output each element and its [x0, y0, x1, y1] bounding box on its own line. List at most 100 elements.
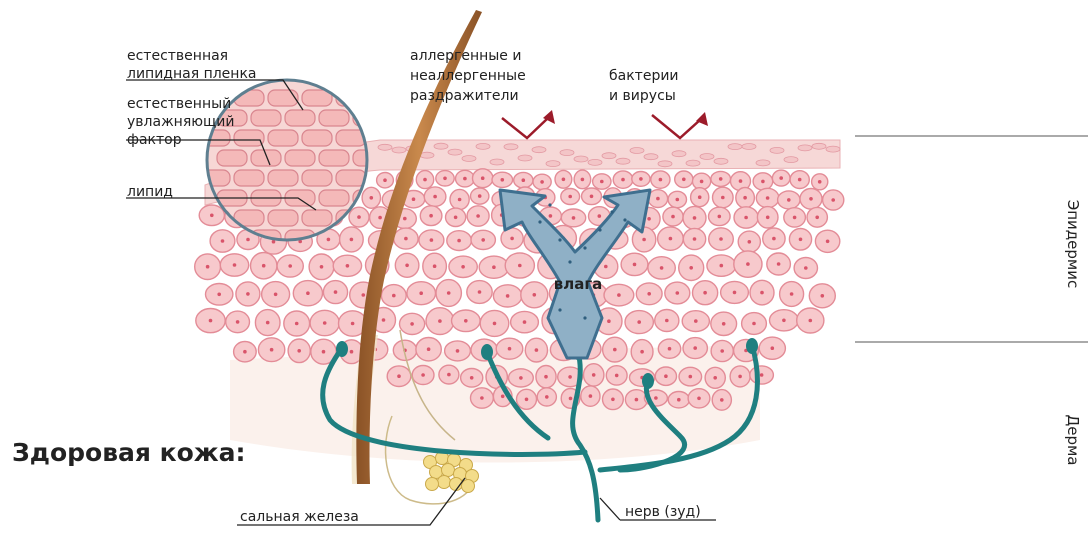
cell-nucleus — [519, 376, 523, 380]
corneum-cell — [686, 160, 700, 166]
magnified-corneum-cell — [302, 210, 332, 226]
cell-nucleus — [739, 179, 743, 183]
moisture-label: влага — [554, 275, 603, 293]
cell-nucleus — [660, 266, 664, 270]
magnified-corneum-cell — [319, 150, 349, 166]
corneum-cell — [462, 156, 476, 162]
cell-nucleus — [772, 237, 776, 241]
cell-nucleus — [246, 292, 250, 296]
cell-nucleus — [809, 319, 813, 323]
dermis-label: Дерма — [1064, 415, 1082, 466]
magnified-corneum-cell — [217, 150, 247, 166]
cell-nucleus — [697, 397, 701, 401]
cell-nucleus — [592, 373, 596, 377]
moisture-droplet — [610, 210, 613, 213]
magnified-corneum-cell — [319, 190, 349, 206]
cell-nucleus — [718, 215, 722, 219]
cell-nucleus — [642, 238, 646, 242]
cell-nucleus — [481, 238, 485, 242]
magnified-corneum-cell — [336, 170, 366, 186]
magnified-corneum-cell — [234, 130, 264, 146]
cell-nucleus — [703, 291, 707, 295]
cell-nucleus — [693, 346, 697, 350]
magnified-corneum-cell — [302, 170, 332, 186]
cell-nucleus — [447, 291, 451, 295]
gland-lobule — [438, 476, 451, 489]
cell-nucleus — [700, 180, 704, 184]
cell-nucleus — [654, 396, 658, 400]
lipid-film-label-1: естественная — [127, 48, 228, 64]
cell-nucleus — [544, 375, 548, 379]
cell-nucleus — [525, 398, 529, 402]
cell-nucleus — [522, 178, 526, 182]
irritants-label-3: раздражители — [410, 88, 519, 104]
barrier-arrowheads — [543, 110, 708, 126]
corneum-cell — [826, 146, 840, 152]
corneum-cell — [490, 159, 504, 165]
cell-nucleus — [719, 237, 723, 241]
corneum-cell — [812, 143, 826, 149]
cell-nucleus — [392, 294, 396, 298]
cell-nucleus — [412, 197, 416, 201]
corneum-cell — [742, 144, 756, 150]
cell-nucleus — [562, 178, 566, 182]
moisture-droplet — [598, 228, 601, 231]
cell-nucleus — [637, 320, 641, 324]
cell-nucleus — [246, 238, 250, 242]
cell-nucleus — [397, 374, 401, 378]
cell-nucleus — [748, 240, 752, 244]
cell-nucleus — [478, 290, 482, 294]
cell-nucleus — [508, 347, 512, 351]
irritants-label-1: аллергенные и — [410, 48, 521, 64]
cell-nucleus — [297, 349, 301, 353]
cell-nucleus — [671, 215, 675, 219]
cell-nucleus — [777, 262, 781, 266]
cell-nucleus — [744, 216, 748, 220]
cell-nucleus — [362, 293, 366, 297]
cell-nucleus — [720, 398, 724, 402]
cell-nucleus — [438, 319, 442, 323]
cell-nucleus — [720, 349, 724, 353]
corneum-cell — [546, 161, 560, 167]
cell-nucleus — [782, 319, 786, 323]
moisture-droplet — [558, 308, 561, 311]
cell-nucleus — [713, 376, 717, 380]
cell-nucleus — [210, 214, 214, 218]
cell-nucleus — [809, 197, 813, 201]
cell-nucleus — [746, 262, 750, 266]
cell-nucleus — [266, 321, 270, 325]
cell-nucleus — [334, 290, 338, 294]
cell-nucleus — [647, 217, 651, 221]
cell-nucleus — [423, 178, 427, 182]
cell-nucleus — [476, 214, 480, 218]
cell-nucleus — [470, 376, 474, 380]
cell-nucleus — [518, 264, 522, 268]
moisture-droplet — [623, 218, 626, 221]
cell-nucleus — [676, 291, 680, 295]
cell-nucleus — [404, 237, 408, 241]
cell-nucleus — [659, 178, 663, 182]
cell-nucleus — [523, 320, 527, 324]
corneum-cell — [504, 144, 518, 150]
magnified-corneum-cell — [319, 110, 349, 126]
cell-nucleus — [698, 195, 702, 199]
magnified-corneum-cell — [387, 110, 417, 126]
corneum-cell — [658, 161, 672, 167]
cell-nucleus — [693, 237, 697, 241]
cell-nucleus — [656, 197, 660, 201]
cell-nucleus — [589, 394, 593, 398]
corneum-cell — [756, 160, 770, 166]
cell-nucleus — [419, 291, 423, 295]
cell-nucleus — [615, 374, 619, 378]
sebaceous-gland-label: сальная железа — [240, 509, 359, 525]
cell-nucleus — [733, 291, 737, 295]
cell-nucleus — [682, 178, 686, 182]
diagram-title: Здоровая кожа: — [12, 438, 246, 467]
cell-nucleus — [761, 180, 765, 184]
nmf-label-1: естественный — [127, 96, 231, 112]
cell-nucleus — [821, 294, 825, 298]
cell-nucleus — [350, 350, 354, 354]
magnified-corneum-cell — [268, 130, 298, 146]
cell-nucleus — [457, 239, 461, 243]
corneum-cell — [770, 147, 784, 153]
